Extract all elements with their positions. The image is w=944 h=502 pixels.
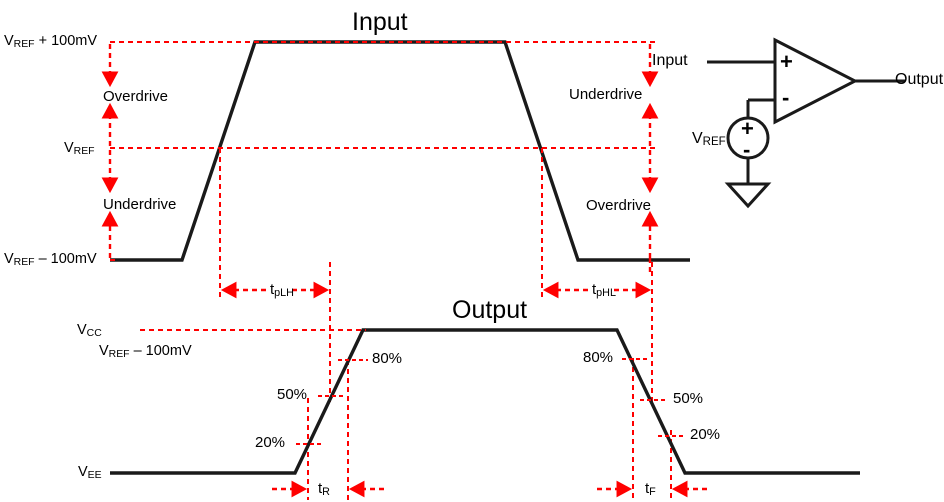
tplh-t: t	[270, 281, 275, 298]
input-waveform-trace	[110, 40, 690, 262]
tr-sub: R	[322, 486, 330, 498]
comparator-circuit	[707, 37, 905, 209]
vcc-note-v: V	[99, 343, 109, 359]
circuit-output-label: Output	[895, 71, 944, 88]
vcc-note-rest: – 100mV	[129, 343, 192, 359]
tplh-label: tpLH	[270, 281, 294, 299]
rise-50-percent-label: 50%	[277, 386, 308, 403]
tf-sub: F	[649, 486, 656, 498]
vee-sub: EE	[87, 470, 102, 481]
vref-low-v: V	[4, 251, 14, 267]
source-plus-icon: +	[741, 116, 754, 141]
input-level-high-label: VREF + 100mV	[4, 33, 98, 50]
fall-80-percent-label: 80%	[583, 349, 614, 366]
vref-low-sub: REF	[13, 257, 35, 268]
underdrive-label-left: Underdrive	[103, 196, 177, 213]
rise-20-percent-label: 20%	[255, 434, 286, 451]
output-vee-label: VEE	[78, 464, 102, 481]
input-level-mid-label: VREF	[64, 140, 95, 157]
vcc-note-sub: REF	[108, 349, 130, 360]
vcc-sub: CC	[86, 328, 102, 339]
overdrive-label-left: Overdrive	[103, 88, 169, 105]
fall-percent-ticks	[622, 358, 686, 437]
input-reference-lines	[110, 41, 655, 261]
circuit-input-label: Input	[652, 52, 688, 69]
vref-high-sub: REF	[13, 39, 35, 50]
overdrive-label-right: Overdrive	[586, 197, 652, 214]
vref-high-v: V	[4, 33, 14, 49]
tfall-label: tF	[645, 480, 656, 498]
tphl-sub: pHL	[596, 287, 616, 299]
trise-label: tR	[318, 480, 330, 498]
rise-80-percent-label: 80%	[372, 350, 403, 367]
tplh-sub: pLH	[274, 287, 294, 299]
tr-t: t	[318, 480, 323, 497]
fall-20-percent-label: 20%	[690, 426, 721, 443]
tphl-label: tpHL	[592, 281, 616, 299]
tphl-t: t	[592, 281, 597, 298]
input-level-low-label: VREF – 100mV	[4, 251, 97, 268]
circuit-vref-sub: REF	[702, 136, 726, 148]
vee-v: V	[78, 464, 88, 480]
fall-50-percent-label: 50%	[673, 390, 704, 407]
source-minus-icon: -	[743, 137, 751, 162]
vcc-v: V	[77, 322, 87, 338]
output-vcc-label: VCC	[77, 322, 102, 339]
output-vcc-note-label: VREF – 100mV	[99, 343, 192, 360]
circuit-vref-label: VREF	[692, 130, 726, 148]
tf-t: t	[645, 480, 650, 497]
circuit-vref-v: V	[692, 130, 703, 147]
output-plot-title: Output	[452, 296, 528, 324]
underdrive-label-right: Underdrive	[569, 86, 643, 103]
comparator-minus-input-icon: -	[782, 85, 790, 110]
vref-mid-sub: REF	[73, 146, 95, 157]
comparator-plus-input-icon: +	[780, 49, 793, 74]
vref-low-rest: – 100mV	[34, 251, 97, 267]
vref-high-rest: + 100mV	[34, 33, 98, 49]
output-waveform-trace	[110, 328, 860, 475]
rise-percent-ticks	[296, 359, 368, 445]
input-plot-title: Input	[352, 8, 408, 36]
vref-mid-v: V	[64, 140, 74, 156]
